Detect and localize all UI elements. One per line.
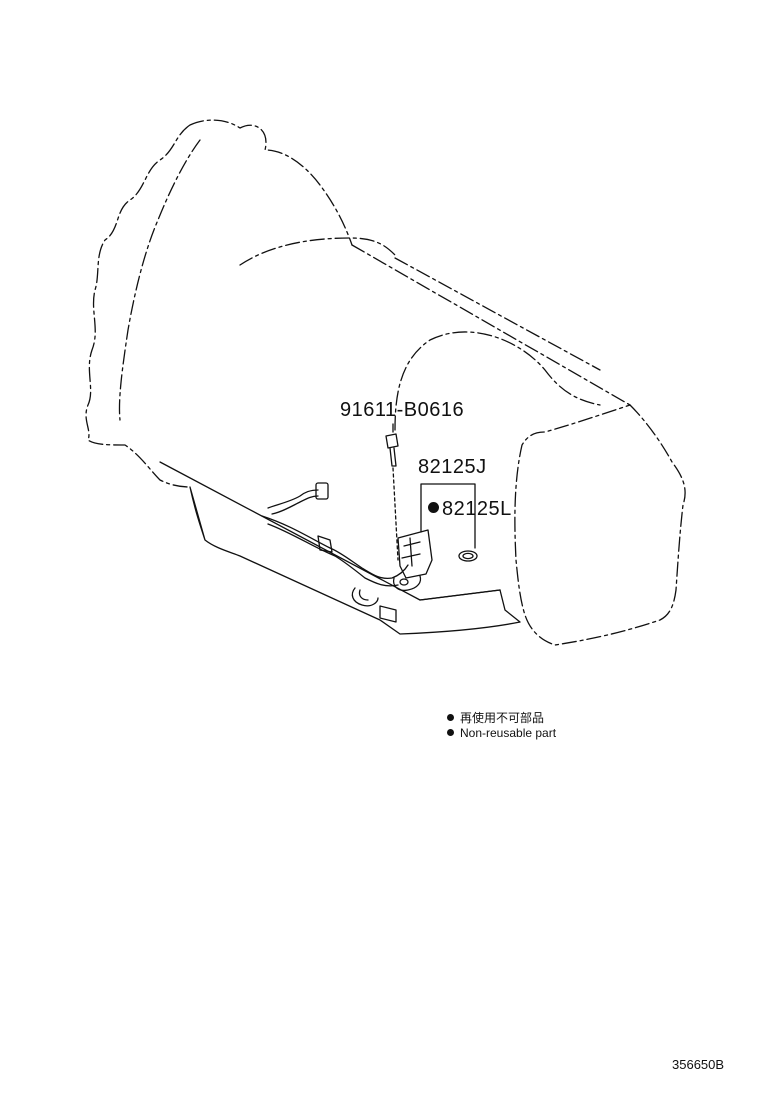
speed-sensor-flange (392, 575, 422, 592)
legend-en-text: Non-reusable part (460, 726, 557, 740)
bolt-shank (389, 447, 397, 467)
case-mid-line (394, 257, 601, 371)
wire-harness (261, 515, 409, 580)
o-ring (458, 550, 478, 562)
oil-pan (189, 486, 521, 635)
legend-jp-text: 再使用不可部品 (460, 711, 545, 725)
part-label-sensor: 82125J (418, 456, 487, 478)
bellhousing-front-curve (239, 237, 396, 266)
harness-upper-branch-2 (271, 495, 319, 515)
bellhousing-inner (118, 139, 201, 421)
bellhousing-outline (85, 119, 353, 488)
speed-sensor-detail (401, 537, 421, 567)
o-ring-inner (462, 552, 474, 560)
leader-bracket (420, 483, 476, 549)
bolt-thread (392, 467, 399, 561)
bolt-head (385, 433, 399, 449)
legend-en: Non-reusable part (447, 726, 556, 740)
bullet-icon (447, 729, 454, 737)
oil-pan-rim (419, 589, 501, 601)
case-top-line (351, 244, 631, 406)
part-label-bolt: 91611-B0616 (340, 399, 465, 421)
harness-upper-branch (267, 489, 319, 509)
case-shoulder (394, 331, 601, 431)
harness-clip (317, 535, 333, 553)
harness-lower-connector (379, 605, 397, 623)
case-bottom-line (159, 461, 501, 601)
part-label-gasket-text: 82125L (442, 498, 512, 520)
reference-code: 356650B (672, 1057, 725, 1072)
extension-housing (514, 404, 686, 646)
non-reusable-dot-icon (428, 502, 439, 514)
wire-harness-2 (267, 523, 399, 587)
speed-sensor-body (397, 529, 433, 579)
harness-connector-top (315, 482, 329, 500)
legend-jp: 再使用不可部品 (447, 709, 544, 726)
harness-lower-loop (351, 587, 379, 607)
sensor-bolt-hole (399, 578, 409, 586)
part-label-gasket: 82125L (428, 498, 512, 521)
bullet-icon (447, 714, 454, 722)
